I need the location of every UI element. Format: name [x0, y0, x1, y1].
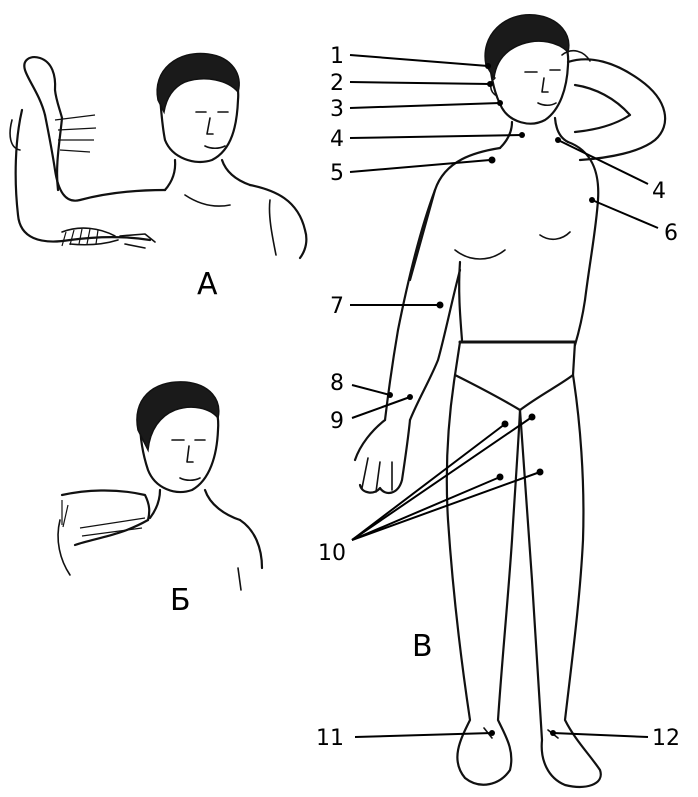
figure-a-arm-pressure [10, 53, 306, 258]
panel-label-b: Б [170, 583, 191, 618]
callout-8: 8 [330, 371, 344, 396]
callout-12: 12 [652, 726, 680, 751]
point-5 [489, 157, 496, 164]
point-7 [437, 302, 444, 309]
point-1 [485, 63, 491, 69]
figure-a-hair [157, 53, 239, 112]
callout-11: 11 [316, 726, 344, 751]
callout-1: 1 [330, 44, 344, 69]
point-10b [529, 414, 536, 421]
point-2 [487, 81, 493, 87]
callout-4-left: 4 [330, 127, 344, 152]
panel-label-c: В [412, 629, 433, 664]
callout-10: 10 [318, 541, 346, 566]
callout-2: 2 [330, 71, 344, 96]
point-10d [537, 469, 544, 476]
callout-3: 3 [330, 97, 344, 122]
point-9 [407, 394, 413, 400]
panel-labels: А Б В [170, 267, 433, 664]
callout-7: 7 [330, 294, 344, 319]
point-10c [497, 474, 504, 481]
panel-label-a: А [197, 267, 218, 302]
point-4-left [519, 132, 525, 138]
point-4-right [555, 137, 561, 143]
point-3 [497, 100, 503, 106]
point-10a [502, 421, 509, 428]
point-12 [550, 730, 556, 736]
point-6 [589, 197, 595, 203]
point-8 [387, 392, 393, 398]
point-11 [489, 730, 495, 736]
figure-c-hair [485, 15, 569, 78]
callout-5: 5 [330, 161, 344, 186]
figure-c-trunks [455, 342, 575, 410]
callout-6: 6 [664, 221, 678, 246]
figure-b-neck-pressure [58, 382, 262, 590]
callout-9: 9 [330, 409, 344, 434]
callout-4-right: 4 [652, 179, 666, 204]
